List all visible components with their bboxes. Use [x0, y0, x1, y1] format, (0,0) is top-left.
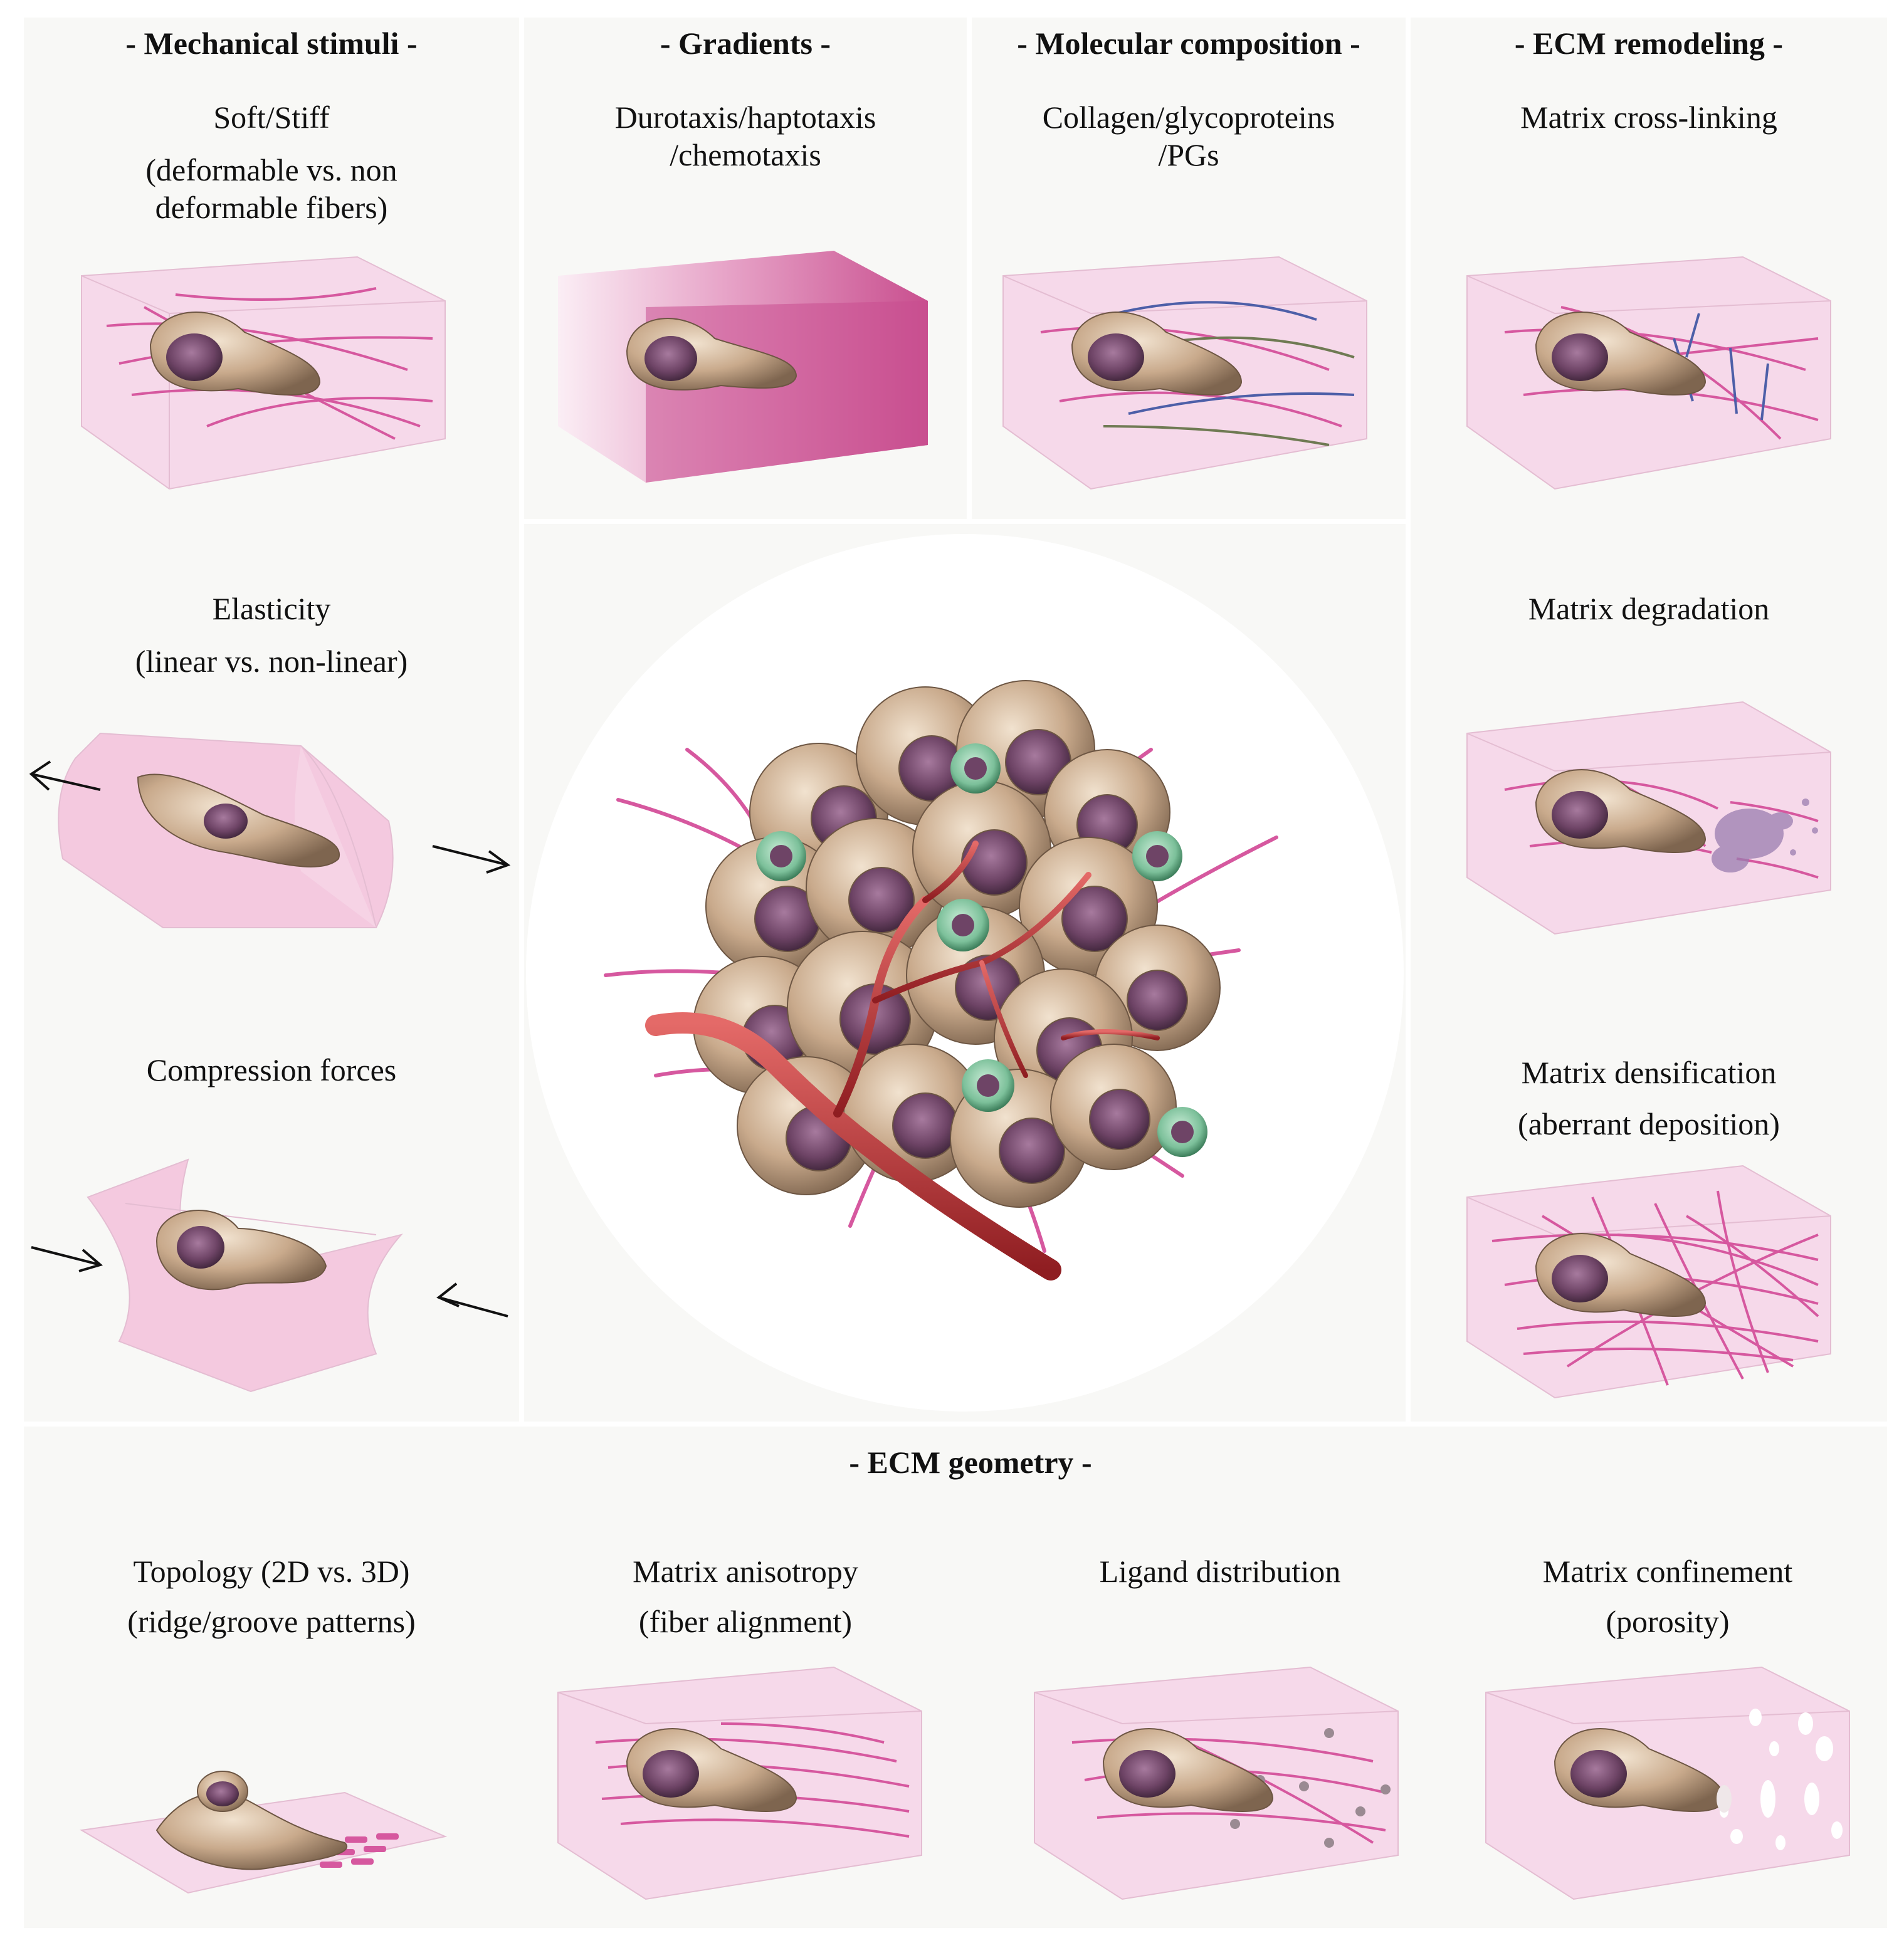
label-ligand: Ligand distribution [1099, 1554, 1341, 1589]
section-header-geometry: - ECM geometry - [849, 1445, 1092, 1480]
cell-icon [626, 1728, 797, 1812]
cell-icon [155, 1771, 347, 1870]
section-header-gradients: - Gradients - [660, 26, 831, 61]
cell-icon [1071, 312, 1243, 395]
confinement-illustration [1485, 1666, 1850, 1900]
label-collagen-2: /PGs [1158, 137, 1219, 172]
section-header-remodeling: - ECM remodeling - [1514, 26, 1784, 61]
ligand-distribution-illustration [1034, 1666, 1399, 1900]
gradient-illustration [558, 251, 928, 483]
cell-cluster [693, 680, 1221, 1208]
cell-icon [137, 773, 340, 867]
degraded-matrix [1712, 799, 1818, 872]
topology-illustration [80, 1771, 448, 1894]
compression-illustration [31, 1158, 508, 1393]
arrow-icon [436, 1282, 508, 1317]
tumor-spheroid-icon [526, 534, 1404, 1412]
anisotropy-illustration [557, 1666, 922, 1900]
blood-vessels [645, 841, 1160, 1281]
label-collagen-1: Collagen/glycoproteins [1042, 100, 1335, 135]
soft-stiff-illustration [81, 256, 446, 490]
degradation-illustration [1466, 701, 1831, 935]
label-densification: Matrix densification [1521, 1055, 1777, 1090]
cell-icon [626, 318, 797, 390]
label-topology-sub: (ridge/groove patterns) [127, 1604, 416, 1639]
arrow-icon [29, 760, 101, 791]
densification-illustration [1466, 1165, 1831, 1399]
label-soft-stiff-sub2: deformable fibers) [155, 190, 388, 225]
label-anisotropy-sub: (fiber alignment) [638, 1604, 853, 1639]
cell-icon [1535, 769, 1707, 853]
cell-icon [149, 312, 321, 395]
section-header-molecular: - Molecular composition - [1017, 26, 1360, 61]
label-soft-stiff-sub1: (deformable vs. non [145, 152, 397, 187]
cell-icon [155, 1210, 327, 1291]
arrow-icon [31, 1246, 103, 1272]
arrow-icon [432, 845, 511, 874]
label-degradation: Matrix degradation [1528, 591, 1770, 626]
elasticity-illustration [29, 732, 511, 928]
section-header-mechanical: - Mechanical stimuli - [125, 26, 418, 61]
label-confinement: Matrix confinement [1542, 1554, 1793, 1589]
label-densification-sub: (aberrant deposition) [1518, 1106, 1780, 1141]
cross-linking-illustration [1466, 256, 1831, 490]
label-elasticity-sub: (linear vs. non-linear) [135, 644, 408, 679]
label-compression: Compression forces [146, 1052, 397, 1087]
cell-icon [1535, 1233, 1707, 1317]
label-durotaxis-1: Durotaxis/haptotaxis [614, 100, 876, 135]
label-anisotropy: Matrix anisotropy [633, 1554, 858, 1589]
cell-icon [1102, 1728, 1274, 1812]
cell-icon [1554, 1728, 1732, 1813]
label-elasticity: Elasticity [212, 591, 331, 626]
label-soft-stiff: Soft/Stiff [213, 100, 330, 135]
label-cross-linking: Matrix cross-linking [1520, 100, 1777, 135]
molecular-composition-illustration [1002, 256, 1367, 490]
label-confinement-sub: (porosity) [1606, 1604, 1730, 1639]
label-topology: Topology (2D vs. 3D) [133, 1554, 410, 1589]
cell-icon [1535, 312, 1707, 395]
green-cells [756, 743, 1207, 1157]
label-durotaxis-2: /chemotaxis [670, 137, 821, 172]
panel-mechanical [24, 18, 519, 1422]
